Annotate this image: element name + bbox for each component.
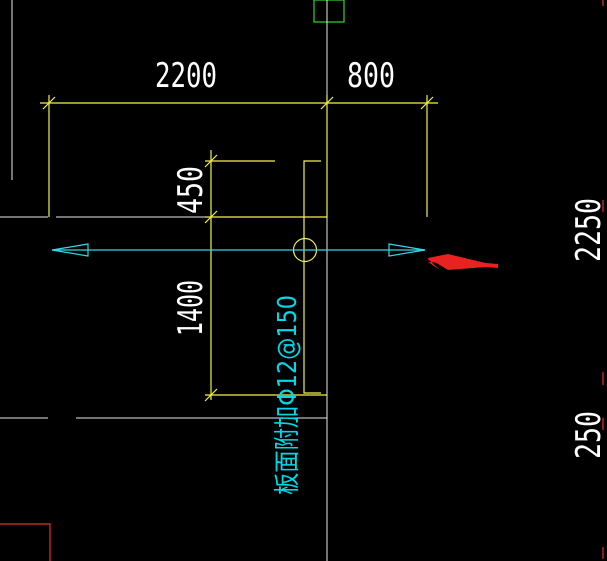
- dim-horizontal-right: 800: [347, 56, 395, 96]
- pointer-arrow-head: [428, 254, 498, 270]
- dim-right-lower: 250: [569, 411, 607, 459]
- green-frame: [313, 0, 345, 23]
- red-frame: [0, 523, 51, 561]
- rebar-line: [51, 243, 426, 257]
- rebar-label: 板面附加Φ12@150: [273, 295, 303, 495]
- dim-horizontal-left: 2200: [155, 56, 217, 96]
- dim-vertical-lower: 1400: [171, 280, 211, 336]
- yellow-dimension-lines: [40, 95, 438, 402]
- dim-right-upper: 2250: [569, 198, 607, 262]
- dim-vertical-upper: 450: [171, 166, 211, 214]
